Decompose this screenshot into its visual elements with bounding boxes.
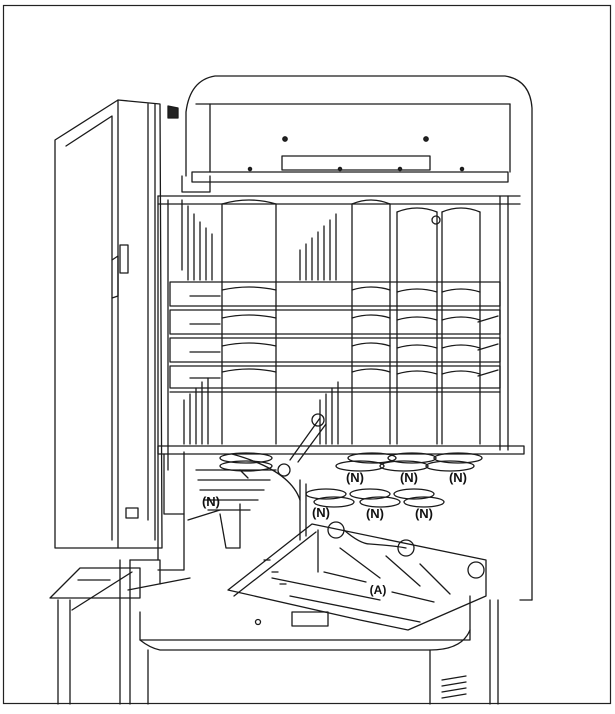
cabinet-frame (157, 195, 521, 561)
callout-n: (N) (312, 505, 330, 520)
top-hood (181, 75, 533, 601)
callout-n: (N) (449, 470, 467, 485)
lower-body (139, 595, 533, 705)
callout-n: (N) (415, 506, 433, 521)
door-panel (54, 99, 179, 549)
callout-n: (N) (346, 470, 364, 485)
callout-n: (N) (366, 506, 384, 521)
callout-a: (A) (370, 583, 387, 597)
border (2, 4, 612, 705)
callout-labels: (N) (N) (N) (N) (N) (N) (N) (A) (202, 470, 467, 597)
canisters (181, 199, 481, 445)
drip-tray (227, 521, 487, 631)
base-left (49, 559, 191, 705)
callout-n: (N) (202, 494, 220, 509)
mixing-deck (157, 413, 525, 571)
callout-n: (N) (400, 470, 418, 485)
shelves (169, 281, 501, 393)
